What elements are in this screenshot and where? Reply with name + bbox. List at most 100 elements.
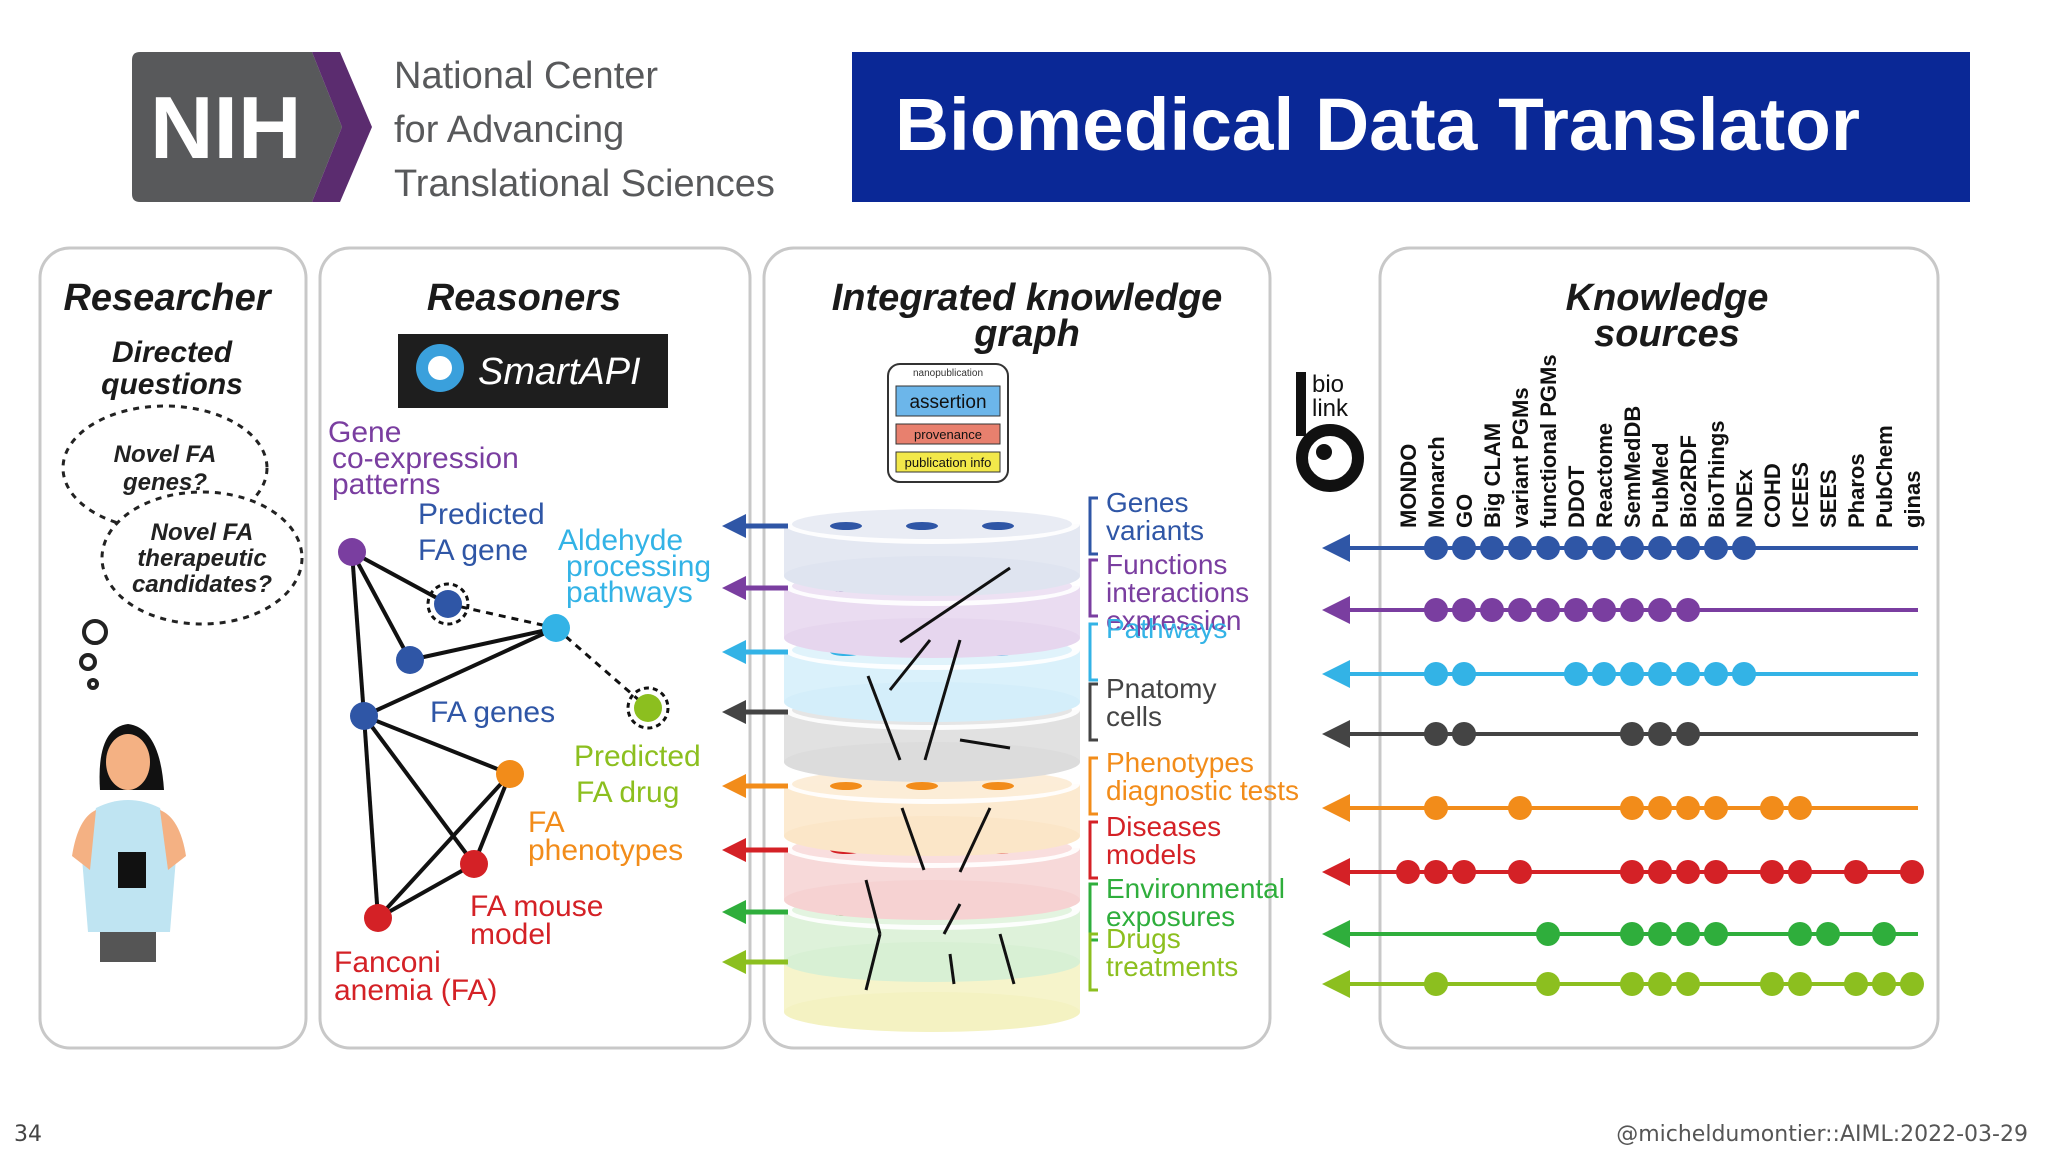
researcher-title: Researcher	[63, 277, 272, 319]
kg-layer-node	[906, 782, 938, 790]
kg-layer-stack	[784, 504, 1080, 1032]
nanopub-provenance	[895, 423, 1001, 445]
source-dot	[1424, 536, 1448, 560]
kg-layer-label: models	[1106, 839, 1196, 870]
nanopub-publication-label: publication info	[905, 455, 992, 470]
kg-link	[864, 879, 882, 935]
kg-arrow-head	[722, 514, 746, 538]
source-dot	[1508, 536, 1532, 560]
sources-title-line-1: Knowledge	[1566, 277, 1769, 319]
source-dot	[1480, 598, 1504, 622]
bubble-outline-2	[100, 490, 304, 626]
kg-label-bracket	[1088, 558, 1098, 618]
source-dot	[1396, 860, 1420, 884]
source-name: Big CLAM	[1480, 423, 1505, 528]
kg-layer-label: Functions	[1106, 549, 1227, 580]
ncats-name: National Center for Advancing Translatio…	[394, 55, 775, 205]
reasoner-node	[542, 614, 570, 642]
source-dot	[1424, 662, 1448, 686]
source-name: COHD	[1760, 463, 1785, 528]
label-aldehyde-2: processing	[566, 550, 711, 583]
source-dot	[1508, 598, 1532, 622]
kg-link	[923, 639, 962, 761]
thought-dots	[79, 619, 108, 690]
source-dot	[1620, 598, 1644, 622]
kg-arrow-head	[722, 576, 746, 600]
source-name: PubChem	[1872, 425, 1897, 528]
source-name: Reactome	[1592, 423, 1617, 528]
researcher-arm-left	[72, 810, 96, 870]
kg-layer-node	[982, 782, 1014, 790]
source-dot	[1620, 860, 1644, 884]
source-dot	[1620, 536, 1644, 560]
biolink-logo: bio link	[1296, 371, 1364, 492]
label-aldehyde-3: pathways	[566, 576, 693, 609]
panel-frames	[38, 246, 1940, 1050]
smartapi-text: SmartAPI	[478, 351, 641, 393]
source-dot	[1452, 598, 1476, 622]
kg-layer-label: Drugs	[1106, 923, 1181, 954]
kg-layer-bottom	[784, 682, 1080, 722]
source-dot	[1648, 922, 1672, 946]
researcher-clipboard	[118, 852, 146, 888]
thought-dot-2	[79, 653, 97, 671]
label-gene-coexpression-2: co-expression	[332, 442, 519, 475]
reasoner-node	[434, 590, 462, 618]
source-dot	[1620, 722, 1644, 746]
source-dot	[1676, 662, 1700, 686]
kg-layer-label: variants	[1106, 515, 1204, 546]
source-dot	[1788, 922, 1812, 946]
source-name: Monarch	[1424, 436, 1449, 528]
reasoner-edge	[350, 551, 412, 661]
label-predicted-drug-2: FA drug	[576, 776, 679, 809]
kg-left-arrows	[722, 514, 788, 974]
kg-layer-label: Environmental	[1106, 873, 1285, 904]
source-name: ICEES	[1788, 462, 1813, 528]
source-dot	[1844, 860, 1868, 884]
biolink-ring	[1296, 424, 1364, 492]
kg-layer-bottom	[784, 618, 1080, 658]
reasoner-node	[634, 694, 662, 722]
nih-logo-shape	[132, 52, 342, 202]
kg-links	[864, 566, 1016, 991]
source-dot	[1872, 922, 1896, 946]
label-gene-coexpression-3: patterns	[332, 468, 440, 501]
kg-layer-bottom	[784, 556, 1080, 596]
kg-label-bracket	[1088, 496, 1098, 556]
source-dot	[1536, 536, 1560, 560]
source-name: BioThings	[1704, 420, 1729, 528]
kg-link	[998, 933, 1016, 985]
kg-layer-label: Genes	[1106, 487, 1189, 518]
reasoner-node-halo	[626, 686, 670, 730]
panel-reasoners	[318, 246, 752, 1050]
label-fa-mouse-1: FA mouse	[470, 890, 603, 923]
source-dot	[1592, 536, 1616, 560]
kg-title-line-2: graph	[973, 313, 1080, 355]
source-name: Bio2RDF	[1676, 435, 1701, 528]
label-fanconi-1: Fanconi	[334, 946, 441, 979]
nanopublication-box: nanopublication assertion provenance pub…	[887, 363, 1009, 483]
kg-layer-node	[830, 782, 862, 790]
source-dot	[1816, 922, 1840, 946]
researcher-figure	[72, 724, 186, 962]
kg-label-bracket	[1088, 756, 1098, 816]
source-name: functional PGMs	[1536, 354, 1561, 528]
label-gene-coexpression-1: Gene	[328, 416, 401, 449]
banner-title: Biomedical Data Translator	[895, 83, 1860, 166]
kg-layer-labels: GenesvariantsFunctionsinteractionsexpres…	[1088, 487, 1299, 992]
nih-logo: NIH	[132, 52, 372, 202]
kg-layer-node	[906, 522, 938, 530]
kg-link	[958, 807, 992, 873]
source-dot	[1620, 972, 1644, 996]
nanopub-assertion-label: assertion	[909, 392, 986, 413]
kg-link	[888, 639, 932, 691]
source-name: MONDO	[1396, 444, 1421, 528]
label-fanconi-2: anemia (FA)	[334, 974, 497, 1007]
source-dot	[1676, 796, 1700, 820]
reasoner-edge	[363, 626, 557, 718]
source-dot	[1424, 598, 1448, 622]
source-dot	[1424, 722, 1448, 746]
biolink-text-1: bio	[1312, 371, 1344, 398]
bubble2-line-2: therapeutic	[137, 545, 266, 572]
source-dot	[1648, 722, 1672, 746]
